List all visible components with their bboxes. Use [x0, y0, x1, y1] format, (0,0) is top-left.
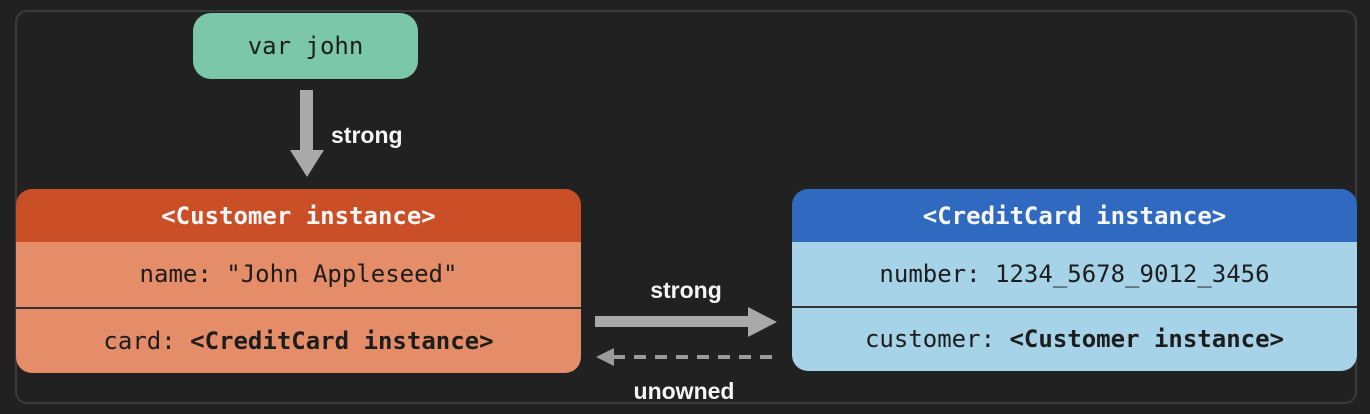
unowned-arrow-left-shaft — [613, 355, 774, 359]
creditcard-customer-value: <Customer instance> — [1009, 325, 1285, 354]
customer-card-label: card: — [103, 326, 191, 355]
strong-label-horizontal: strong — [650, 277, 722, 303]
customer-instance-box: <Customer instance> name: "John Applesee… — [16, 189, 581, 373]
strong-label-vertical: strong — [331, 122, 403, 148]
strong-arrow-down-shaft — [300, 90, 313, 151]
unowned-arrow-left-head-icon — [596, 348, 614, 366]
strong-arrow-down-head-icon — [290, 150, 324, 177]
creditcard-number-label: number: — [879, 259, 996, 288]
creditcard-instance-body: number: 1234_5678_9012_3456 customer: <C… — [792, 242, 1357, 371]
strong-arrow-right-shaft — [595, 316, 749, 327]
customer-card-row: card: <CreditCard instance> — [16, 309, 581, 374]
customer-row-divider — [16, 306, 581, 309]
creditcard-number-value: 1234_5678_9012_3456 — [995, 259, 1270, 288]
creditcard-row-divider — [792, 305, 1357, 308]
creditcard-customer-label: customer: — [864, 325, 1010, 354]
customer-card-value: <CreditCard instance> — [190, 326, 494, 355]
creditcard-customer-row: customer: <Customer instance> — [792, 308, 1357, 372]
strong-arrow-right-head-icon — [748, 307, 777, 337]
customer-instance-body: name: "John Appleseed" card: <CreditCard… — [16, 242, 581, 373]
creditcard-instance-title: <CreditCard instance> — [792, 189, 1357, 242]
creditcard-instance-box: <CreditCard instance> number: 1234_5678_… — [792, 189, 1357, 371]
unowned-label: unowned — [633, 378, 735, 404]
var-john-label: var john — [247, 32, 364, 60]
var-john-node: var john — [193, 13, 418, 79]
customer-instance-title: <Customer instance> — [16, 189, 581, 242]
creditcard-number-row: number: 1234_5678_9012_3456 — [792, 242, 1357, 306]
customer-name-value: "John Appleseed" — [226, 260, 458, 289]
customer-name-label: name: — [139, 260, 227, 289]
customer-name-row: name: "John Appleseed" — [16, 242, 581, 307]
